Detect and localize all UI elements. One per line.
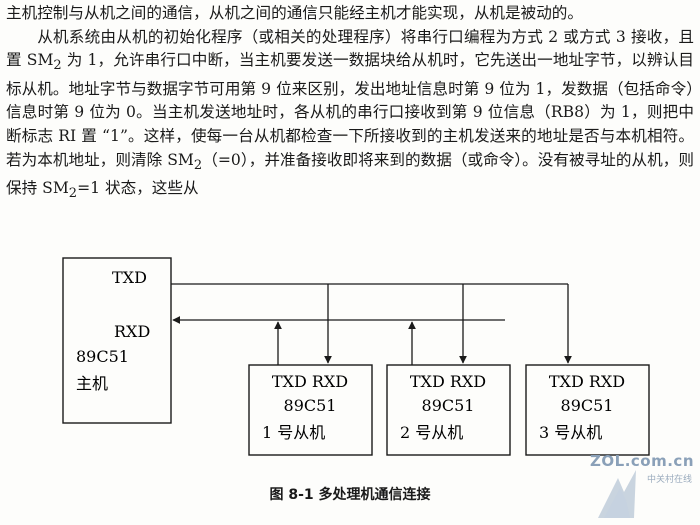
figure-caption: 图 8-1 多处理机通信连接: [269, 487, 431, 503]
master-name-label: 主机: [76, 374, 108, 393]
slave-3-box: [525, 364, 650, 456]
text-part-a: 从机系统由从机的初始化程序（或相关的处理程序）将串行口编程为方式 2 或方式 3…: [6, 27, 694, 70]
body-text: 主机控制与从机之间的通信，从机之间的通信只能经主机才能实现，从机是被动的。 从机…: [6, 2, 694, 206]
text-paragraph: 从机系统由从机的初始化程序（或相关的处理程序）将串行口编程为方式 2 或方式 3…: [6, 26, 694, 206]
master-box: [62, 257, 172, 424]
slave-2-box: [386, 364, 511, 456]
master-txd-label: TXD: [112, 268, 147, 287]
master-chip-label: 89C51: [76, 347, 129, 366]
subscript-2-a: 2: [53, 58, 62, 74]
text-part-c: （=0），并准备接收即将来到的数据（或命令）。没有被寻址的从机，则保持 SM: [6, 150, 695, 198]
subscript-2-b: 2: [193, 157, 203, 173]
slave-3-chip: 89C51: [561, 396, 614, 415]
slave-1-name: 1 号从机: [262, 423, 325, 442]
slave-2-ports: TXD RXD: [410, 372, 486, 391]
text-part-d: =1 状态，这些从: [77, 179, 199, 198]
master-rxd-label: RXD: [114, 322, 150, 341]
watermark-site: ZOL.com.cn: [590, 452, 694, 470]
slave-1-chip: 89C51: [284, 396, 337, 415]
zol-logo-icon: [598, 470, 636, 518]
subscript-2-c: 2: [68, 186, 78, 202]
slave-1-ports: TXD RXD: [272, 372, 348, 391]
site-watermark: ZOL.com.cn 中关村在线: [590, 448, 698, 524]
slave-3-ports: TXD RXD: [549, 372, 625, 391]
slave-2-chip: 89C51: [422, 396, 475, 415]
slave-1-box: [248, 364, 373, 456]
text-part-b: 为 1，允许串行口中断，当主机要发送一数据块给从机时，它先送出一地址字节，以辨认…: [6, 51, 695, 169]
slave-2-name: 2 号从机: [400, 423, 463, 442]
watermark-sub: 中关村在线: [646, 475, 692, 485]
slave-3-name: 3 号从机: [539, 423, 602, 442]
text-line-0: 主机控制与从机之间的通信，从机之间的通信只能经主机才能实现，从机是被动的。: [6, 4, 583, 22]
